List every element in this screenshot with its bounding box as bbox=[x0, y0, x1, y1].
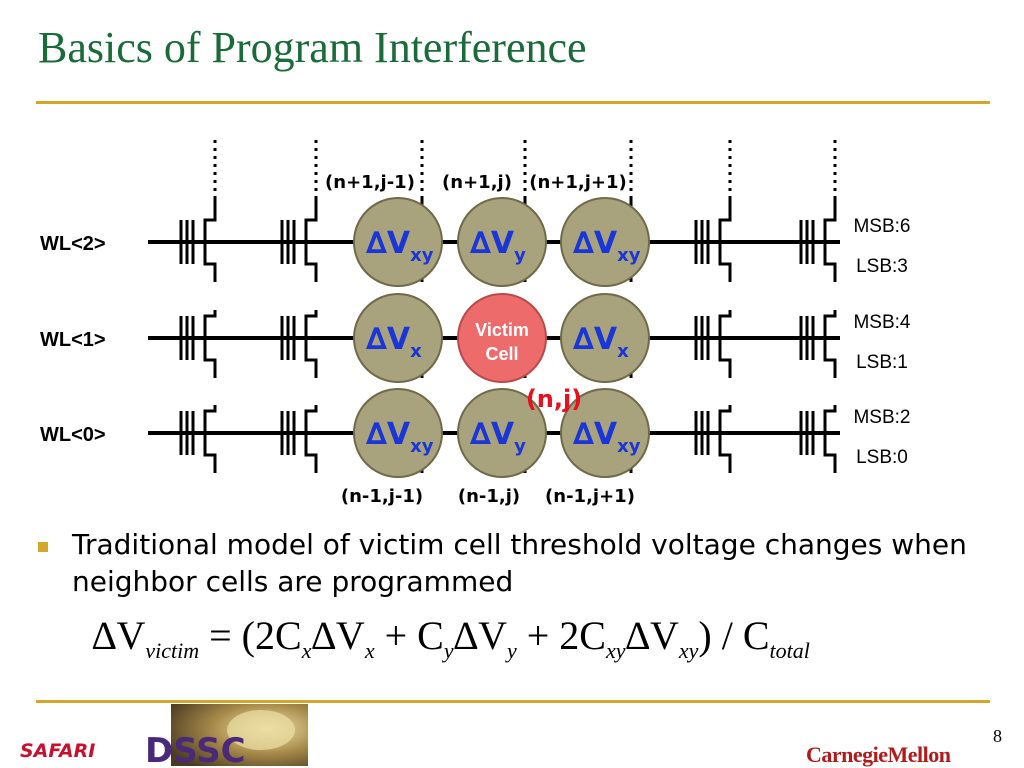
dssc-logo: DSSC bbox=[145, 704, 308, 766]
neighbor-cell-label: ∆Vy bbox=[470, 226, 526, 266]
neighbor-cell bbox=[457, 197, 547, 287]
neighbor-cell bbox=[560, 293, 650, 383]
bullet-text: Traditional model of victim cell thresho… bbox=[72, 528, 967, 598]
neighbor-coord-top: (n+1,j-1) bbox=[325, 172, 415, 193]
interference-equation: ∆Vvictim = (2Cx∆Vx + Cy∆Vy + 2Cxy∆Vxy) /… bbox=[92, 613, 810, 663]
slide-title: Basics of Program Interference bbox=[38, 23, 587, 72]
title-divider bbox=[36, 101, 990, 104]
victim-label: Victim bbox=[475, 320, 529, 340]
bitline-segment bbox=[203, 214, 217, 282]
neighbor-cell-label: ∆Vx bbox=[366, 322, 422, 362]
neighbor-cell bbox=[560, 197, 650, 287]
neighbor-cell-label: ∆Vx bbox=[573, 322, 629, 362]
neighbor-coord-bottom: (n-1,j-1) bbox=[341, 486, 423, 507]
neighbor-cell bbox=[353, 388, 443, 478]
bitline-segment bbox=[304, 310, 318, 378]
neighbor-cell-label: ∆Vxy bbox=[573, 226, 641, 266]
bitline-segment bbox=[823, 405, 837, 473]
neighbor-cell bbox=[560, 388, 650, 478]
svg-text:DSSC: DSSC bbox=[145, 731, 246, 766]
neighbor-cell bbox=[353, 293, 443, 383]
bitline-segment bbox=[203, 310, 217, 378]
carnegie-mellon-logo: CarnegieMellon bbox=[806, 742, 951, 767]
neighbor-cell-label: ∆Vxy bbox=[366, 226, 434, 266]
neighbor-coord-bottom: (n-1,j+1) bbox=[545, 486, 635, 507]
bitline-segment bbox=[304, 405, 318, 473]
lsb-label: LSB:1 bbox=[856, 352, 908, 373]
msb-label: MSB:6 bbox=[853, 216, 910, 237]
page-number: 8 bbox=[993, 726, 1002, 746]
wordline-label: WL<2> bbox=[40, 233, 106, 255]
victim-cell bbox=[457, 293, 547, 383]
bitline-segment bbox=[823, 310, 837, 378]
bitline-segment bbox=[304, 214, 318, 282]
bitline-segment bbox=[718, 310, 732, 378]
bullet-marker bbox=[38, 542, 48, 552]
safari-logo: SAFARI bbox=[20, 740, 96, 762]
msb-label: MSB:2 bbox=[853, 407, 910, 428]
neighbor-cell-label: ∆Vxy bbox=[573, 417, 641, 457]
lsb-label: LSB:0 bbox=[856, 447, 908, 468]
neighbor-coord-top: (n+1,j) bbox=[442, 172, 512, 193]
victim-label: Cell bbox=[485, 344, 518, 364]
neighbor-cell-label: ∆Vxy bbox=[366, 417, 434, 457]
footer-divider bbox=[36, 700, 990, 703]
wordline-label: WL<0> bbox=[40, 424, 106, 446]
victim-position-label: (n,j) bbox=[526, 385, 582, 413]
msb-label: MSB:4 bbox=[853, 312, 910, 333]
neighbor-coord-bottom: (n-1,j) bbox=[458, 486, 520, 507]
neighbor-coord-top: (n+1,j+1) bbox=[529, 172, 627, 193]
bitline-segment bbox=[718, 214, 732, 282]
neighbor-cell-label: ∆Vy bbox=[470, 417, 526, 457]
neighbor-cell bbox=[457, 388, 547, 478]
neighbor-cell bbox=[353, 197, 443, 287]
bitline-segment bbox=[823, 214, 837, 282]
bitline-segment bbox=[203, 405, 217, 473]
wordline-label: WL<1> bbox=[40, 329, 106, 351]
lsb-label: LSB:3 bbox=[856, 256, 908, 277]
bitline-segment bbox=[718, 405, 732, 473]
